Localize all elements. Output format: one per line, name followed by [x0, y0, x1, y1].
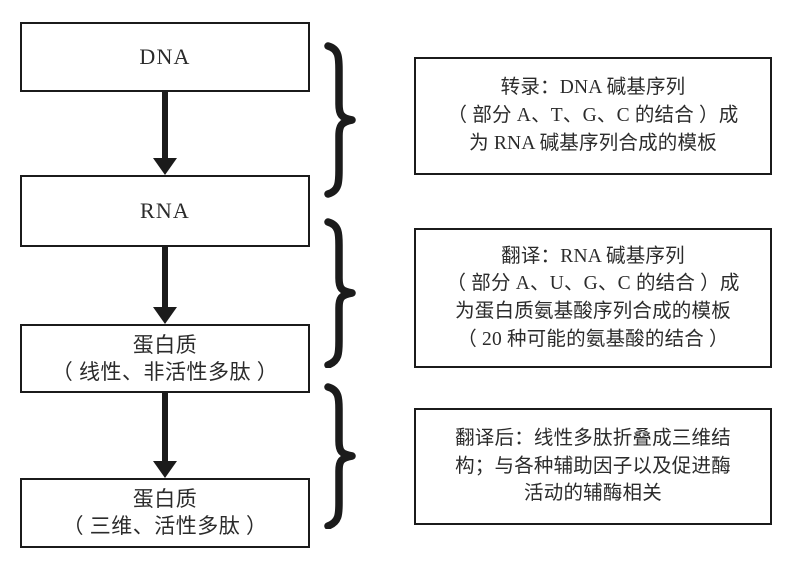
flow-node-protein-linear: 蛋白质 （ 线性、非活性多肽 ）	[20, 324, 310, 393]
arrow-stem	[162, 92, 168, 158]
caption-line: 为蛋白质氨基酸序列合成的模板	[455, 301, 731, 322]
brace-icon	[324, 383, 356, 529]
post-translation-brace	[322, 383, 366, 529]
brace-icon	[324, 218, 356, 368]
flow-node-rna: RNA	[20, 175, 310, 247]
arrow-stem	[162, 393, 168, 461]
caption-box-translation: 翻译：RNA 碱基序列 （ 部分 A、U、G、C 的结合 ）成 为蛋白质氨基酸序…	[414, 228, 772, 368]
caption-line: 翻译：RNA 碱基序列	[501, 245, 685, 267]
flow-node-protein-3d-title: 蛋白质	[132, 487, 198, 512]
flow-node-dna: DNA	[20, 22, 310, 92]
arrow-head	[153, 158, 177, 175]
caption-line: 构；与各种辅助因子以及促进酶	[455, 455, 731, 477]
arrow-rna-to-protein-linear	[153, 247, 177, 324]
translation-brace	[322, 218, 366, 368]
flow-node-rna-label: RNA	[139, 198, 191, 224]
flow-node-protein-linear-title: 蛋白质	[132, 332, 198, 357]
flow-node-protein-linear-subtitle: （ 线性、非活性多肽 ）	[51, 359, 279, 384]
caption-line: （ 部分 A、U、G、C 的结合 ）成	[446, 273, 740, 295]
brace-icon	[324, 42, 356, 198]
caption-line: （ 20 种可能的氨基酸的结合 ）	[457, 328, 729, 350]
caption-line: 活动的辅酶相关	[524, 483, 662, 505]
arrow-protein-linear-to-protein-3d	[153, 393, 177, 478]
arrow-dna-to-rna	[153, 92, 177, 175]
arrow-head	[153, 461, 177, 478]
transcription-brace	[322, 42, 366, 198]
caption-box-transcription: 转录：DNA 碱基序列 （ 部分 A、T、G、C 的结合 ）成 为 RNA 碱基…	[414, 57, 772, 175]
caption-line: （ 部分 A、T、G、C 的结合 ）成	[447, 105, 739, 127]
flow-node-protein-3d-subtitle: （ 三维、活性多肽 ）	[62, 514, 268, 538]
caption-line: 为 RNA 碱基序列合成的模板	[469, 132, 717, 154]
caption-box-post-translation: 翻译后：线性多肽折叠成三维结 构；与各种辅助因子以及促进酶 活动的辅酶相关	[414, 408, 772, 525]
arrow-stem	[162, 247, 168, 307]
caption-line: 翻译后：线性多肽折叠成三维结	[455, 427, 731, 449]
caption-line: 转录：DNA 碱基序列	[500, 77, 686, 99]
arrow-head	[153, 307, 177, 324]
flow-node-dna-label: DNA	[139, 44, 191, 70]
flow-node-protein-3d: 蛋白质 （ 三维、活性多肽 ）	[20, 478, 310, 548]
